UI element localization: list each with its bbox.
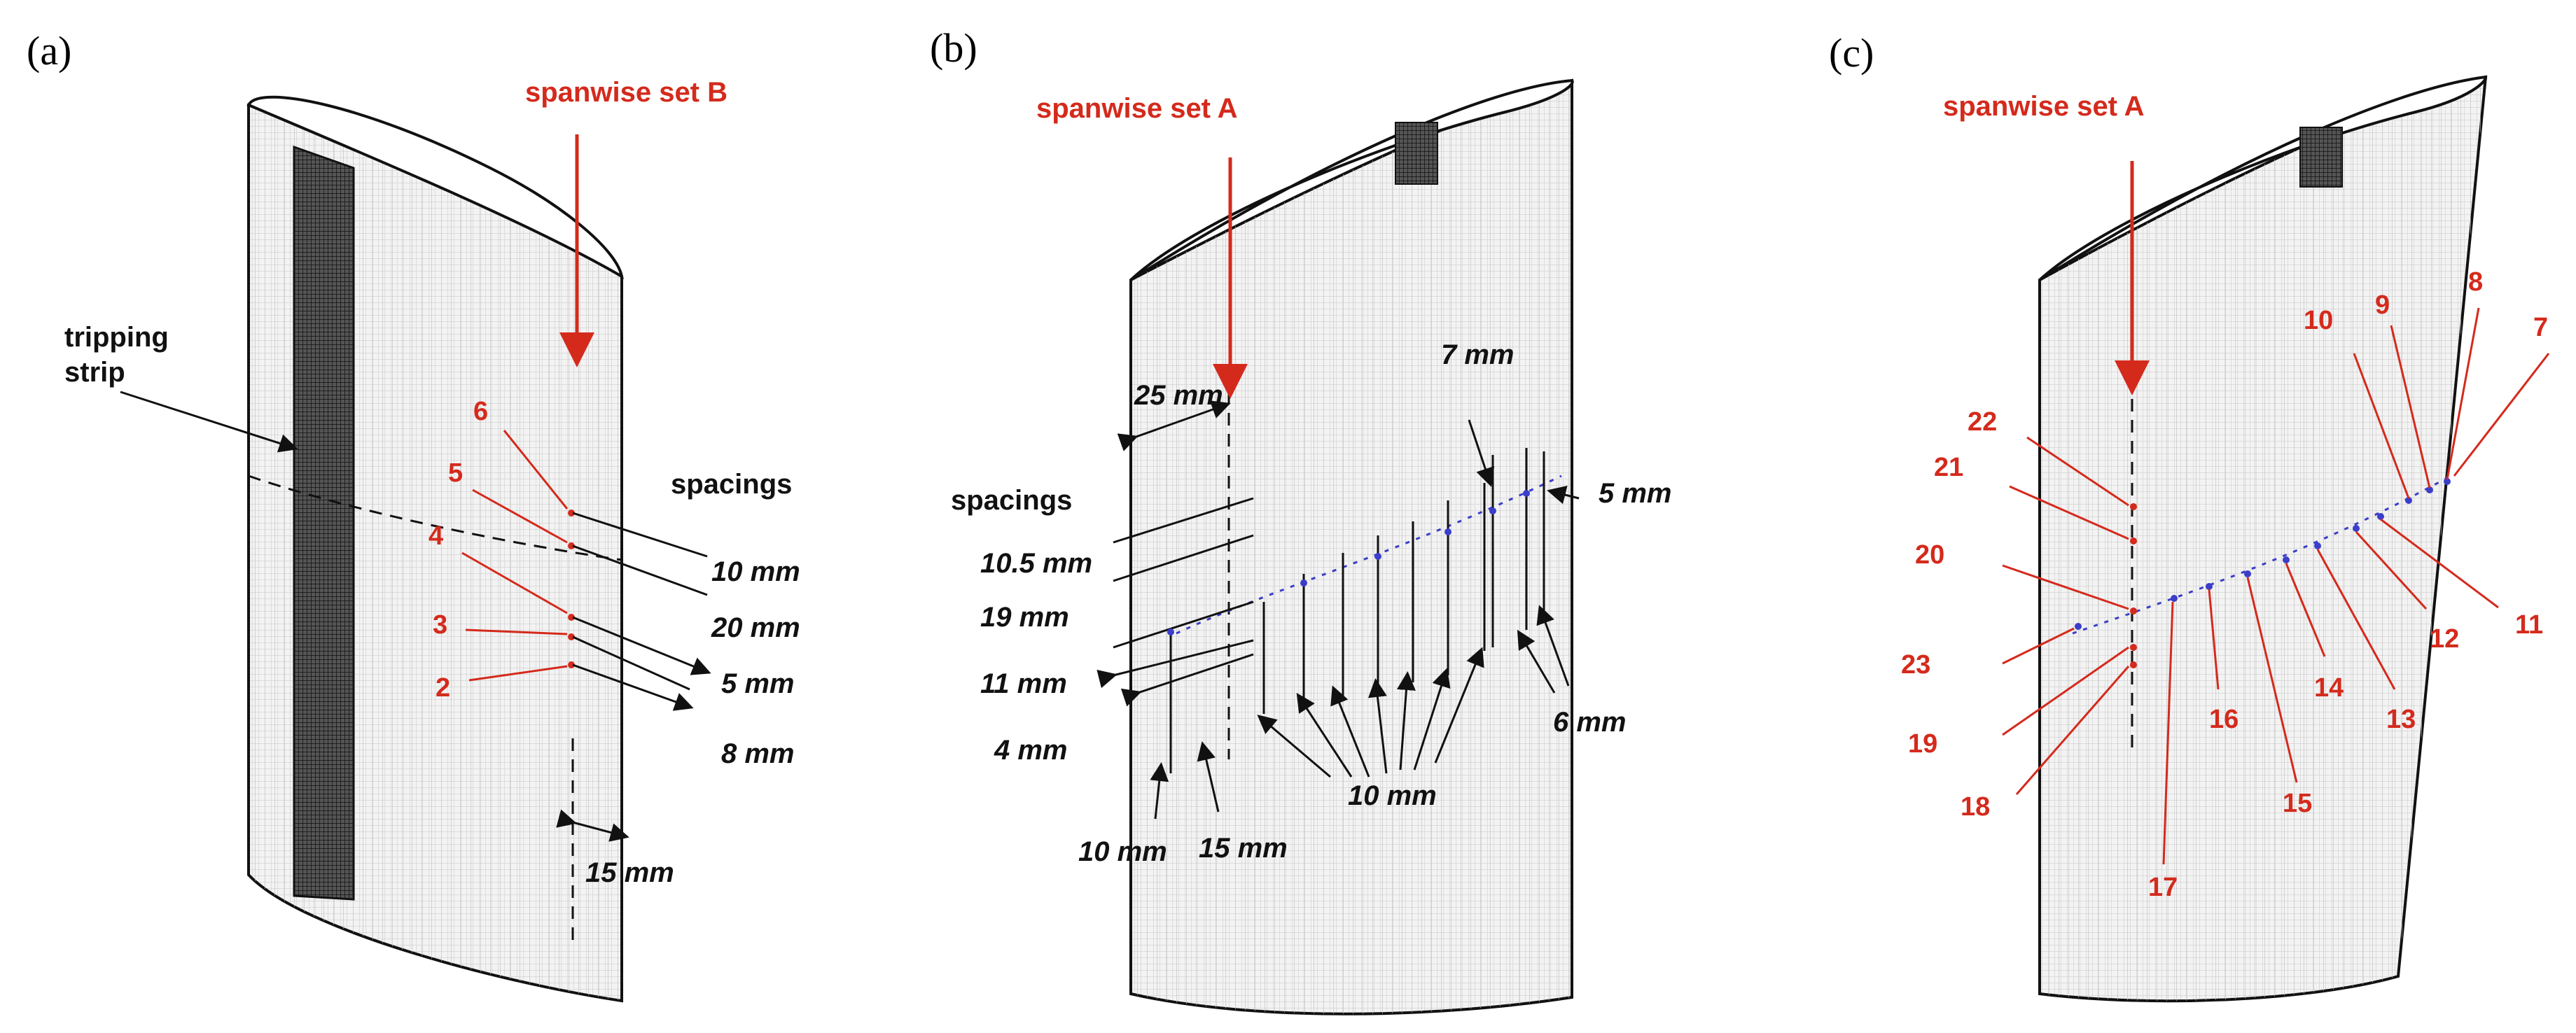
tap-5 — [568, 542, 575, 549]
panel-b: (b) spanwise set A 25 mm spacings 10.5 m… — [930, 25, 1672, 1016]
tripping-leader — [120, 391, 298, 453]
panel-a-dim-5mm: 5 mm — [721, 668, 795, 699]
tap-2 — [568, 661, 575, 668]
panel-a-airfoil — [246, 95, 624, 1003]
panel-b-bottom-arrows — [1150, 419, 1580, 820]
panel-c-num-23: 23 — [1901, 650, 1930, 680]
tripping-label-line2: strip — [64, 357, 125, 388]
panel-a-dim-10mm: 10 mm — [711, 556, 800, 587]
panel-b-dim-5mm: 5 mm — [1599, 478, 1672, 509]
panel-a-dim-leaders — [556, 512, 711, 842]
panel-a-num-6: 6 — [473, 397, 488, 426]
panel-c-num-13: 13 — [2386, 705, 2416, 734]
panel-a-dim-15mm: 15 mm — [585, 857, 674, 888]
panel-c-num-10: 10 — [2304, 306, 2333, 335]
panel-c-taps — [2075, 478, 2451, 668]
panel-b-dim-10-5mm: 10.5 mm — [980, 548, 1092, 579]
panel-a-set-label: spanwise set B — [525, 77, 727, 108]
panel-b-dim-4mm: 4 mm — [994, 735, 1068, 766]
tap-3 — [568, 633, 575, 640]
panel-c-set-label: spanwise set A — [1943, 91, 2145, 122]
panel-b-dim-15mm: 15 mm — [1199, 833, 1288, 864]
panel-c-num-22: 22 — [1968, 407, 1997, 437]
panel-b-dim-6mm: 6 mm — [1553, 707, 1627, 738]
panel-b-dim-11mm: 11 mm — [980, 668, 1067, 699]
panel-c-num-14: 14 — [2314, 673, 2344, 703]
panel-a-num-5: 5 — [448, 458, 463, 488]
panel-c: (c) spanwise set A — [1829, 30, 2550, 1003]
panel-c-num-9: 9 — [2375, 290, 2390, 320]
panel-c-num-15: 15 — [2283, 789, 2312, 818]
panel-b-dim-10mm-left: 10 mm — [1078, 836, 1167, 867]
panel-c-num-12: 12 — [2430, 624, 2459, 654]
panel-a-letter: (a) — [27, 28, 71, 73]
panel-c-num-11: 11 — [2515, 610, 2543, 640]
tap-4 — [568, 614, 575, 621]
panel-c-num-20: 20 — [1915, 540, 1944, 570]
tap-6 — [568, 510, 575, 516]
panel-c-num-21: 21 — [1934, 453, 1963, 482]
panel-c-airfoil — [2038, 75, 2488, 1003]
panel-a-dim-20mm: 20 mm — [711, 612, 800, 643]
panel-b-spacings-label: spacings — [951, 485, 1072, 516]
panel-b-stations — [1167, 448, 1545, 773]
panel-a-dim-8mm: 8 mm — [721, 738, 795, 769]
panel-b-dim-10mm-right: 10 mm — [1348, 780, 1437, 811]
panel-a-taps — [461, 430, 575, 682]
tripping-strip — [293, 145, 355, 901]
panel-b-dim-19mm: 19 mm — [980, 602, 1069, 633]
panel-b-letter: (b) — [930, 25, 977, 71]
panel-b-dim-25mm: 25 mm — [1134, 380, 1223, 411]
panel-a-num-4: 4 — [429, 521, 443, 551]
panel-b-left-leaders — [1096, 497, 1254, 707]
panel-b-airfoil — [1129, 78, 1574, 1016]
panel-a-num-3: 3 — [433, 610, 447, 640]
panel-b-dim-7mm: 7 mm — [1441, 339, 1515, 370]
panel-c-leaders — [2002, 307, 2550, 865]
panel-c-num-18: 18 — [1961, 792, 1990, 822]
panel-c-num-8: 8 — [2468, 267, 2483, 297]
panel-b-set-label: spanwise set A — [1036, 93, 1238, 124]
panel-c-num-19: 19 — [1908, 729, 1937, 759]
panel-c-num-7: 7 — [2533, 313, 2548, 342]
panel-c-letter: (c) — [1829, 30, 1874, 76]
panel-a: (a) spanwise set B tripping strip spacin… — [27, 28, 800, 1003]
tripping-label-line1: tripping — [64, 322, 169, 353]
panel-c-num-17: 17 — [2148, 873, 2178, 902]
panel-a-num-2: 2 — [436, 673, 450, 703]
panel-a-spacings-label: spacings — [671, 469, 792, 500]
panel-c-num-16: 16 — [2209, 705, 2239, 734]
